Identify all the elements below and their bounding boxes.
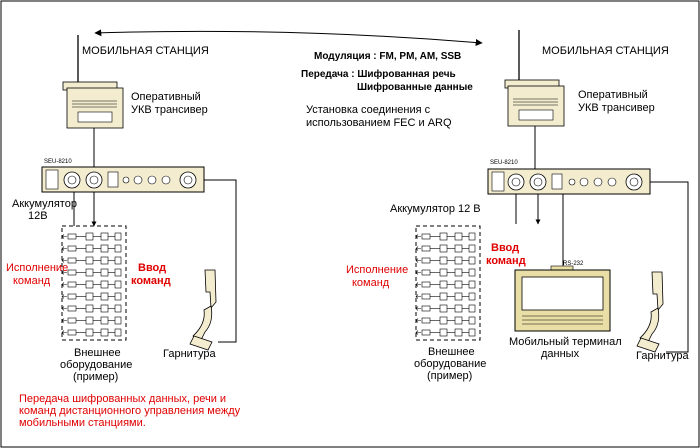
modulation-label: Модуляция : FM, PM, AM, SSB: [314, 51, 461, 62]
left-input-label-1: Ввод: [138, 262, 166, 274]
left-transceiver-label-1: Оперативный: [131, 91, 201, 103]
terminal-label-1: Мобильный терминал: [509, 336, 622, 348]
transmit-label-2: Шифрованные данные: [357, 81, 473, 93]
left-battery-label-2: 12В: [28, 210, 48, 222]
rs232-label: RS-232: [563, 261, 584, 267]
setup-label-2: использованием FEC и ARQ: [306, 117, 452, 129]
left-transceiver: [62, 81, 124, 129]
right-headset-icon: [636, 271, 664, 353]
relay-row: [415, 256, 476, 265]
right-seu-unit: [487, 168, 651, 195]
relay-row: [61, 256, 122, 265]
relay-row: [415, 316, 476, 325]
link-description: Модуляция : FM, PM, AM, SSB Передача : Ш…: [301, 51, 473, 129]
left-exec-label-2: команд: [13, 275, 51, 287]
right-equip-label-1: Внешнее: [428, 346, 475, 358]
left-battery-label-1: Аккумулятор: [12, 198, 77, 210]
setup-label-1: Установка соединения с: [306, 104, 431, 116]
transmit-label-1: Передача : Шифрованная речь: [301, 68, 456, 80]
right-input-label-2: команд: [486, 255, 526, 267]
relay-row: [415, 232, 476, 241]
relay-row: [415, 268, 476, 277]
right-station-title: МОБИЛЬНАЯ СТАНЦИЯ: [542, 45, 669, 57]
left-unit-label: SEU-8210: [44, 159, 72, 165]
terminal-icon: [514, 265, 611, 332]
terminal-label-2: данных: [541, 348, 580, 360]
relay-row: [415, 244, 476, 253]
relay-row: [61, 304, 122, 313]
right-unit-label: SEU-8210: [490, 160, 518, 166]
left-headset-label: Гарнитура: [163, 348, 216, 360]
left-equip-label-1: Внешнее: [74, 347, 121, 359]
relay-row: [415, 304, 476, 313]
footer-line-3: мобильными станциями.: [19, 417, 146, 429]
left-headset-icon: [189, 269, 217, 351]
footer-note: Передача шифрованных данных, речи и кома…: [19, 393, 241, 429]
relay-row: [61, 268, 122, 277]
relay-row: [61, 244, 122, 253]
right-equip-label-2: оборудование: [414, 358, 486, 370]
right-exec-label-2: команд: [352, 277, 390, 289]
right-battery-label: Аккумулятор 12 В: [390, 203, 481, 215]
left-equip-label-2: оборудование: [60, 359, 132, 371]
relay-row: [415, 280, 476, 289]
relay-row: [61, 280, 122, 289]
footer-line-1: Передача шифрованных данных, речи и: [19, 393, 226, 405]
right-exec-label-1: Исполнение: [346, 264, 408, 276]
left-external-equipment: [61, 225, 127, 341]
relay-row: [61, 316, 122, 325]
right-headset-label: Гарнитура: [636, 350, 689, 362]
right-equip-label-3: (пример): [427, 370, 472, 382]
relay-row: [415, 292, 476, 301]
right-input-label-1: Ввод: [491, 242, 519, 254]
right-transceiver-label-1: Оперативный: [578, 89, 648, 101]
left-station: МОБИЛЬНАЯ СТАНЦИЯ Оперативный УКВ транси…: [6, 35, 237, 383]
relay-row: [415, 328, 476, 337]
right-transceiver-label-2: УКВ трансивер: [578, 102, 655, 114]
relay-row: [61, 328, 122, 337]
left-station-title: МОБИЛЬНАЯ СТАНЦИЯ: [82, 45, 209, 57]
left-exec-label-1: Исполнение: [6, 262, 68, 274]
left-seu-unit: [41, 166, 205, 193]
right-external-equipment: [415, 225, 481, 341]
footer-line-2: команд дистанционного управления между: [19, 405, 241, 417]
right-transceiver: [504, 79, 565, 127]
left-equip-label-3: (пример): [73, 371, 118, 383]
left-transceiver-label-2: УКВ трансивер: [131, 104, 208, 116]
relay-row: [61, 292, 122, 301]
radio-link-arrow: [94, 29, 483, 46]
left-input-label-2: команд: [131, 275, 171, 287]
right-station: МОБИЛЬНАЯ СТАНЦИЯ Оперативный УКВ транси…: [346, 30, 689, 382]
relay-row: [61, 232, 122, 241]
